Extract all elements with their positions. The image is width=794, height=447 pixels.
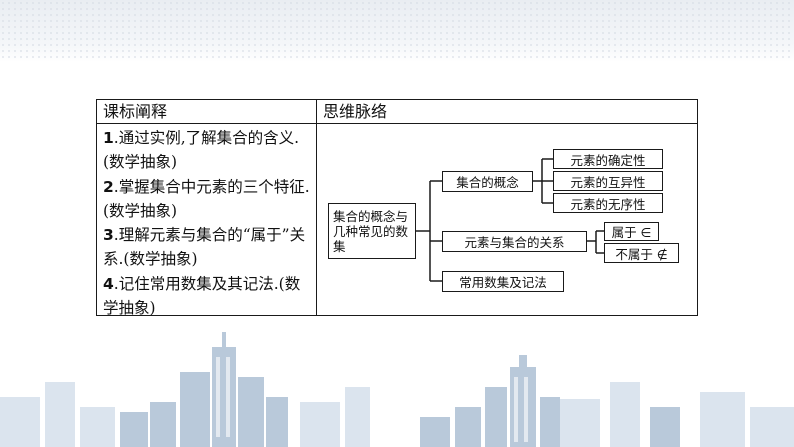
standard-item: 2.掌握集合中元素的三个特征.(数学抽象)	[103, 177, 310, 220]
mindmap-leaf-certainty: 元素的确定性	[553, 149, 663, 169]
standard-item: 1.通过实例,了解集合的含义.(数学抽象)	[103, 129, 300, 172]
header-mindmap: 思维脉络	[323, 102, 388, 121]
header-standards: 课标阐释	[103, 102, 168, 121]
mindmap-leaf-not-belongs: 不属于 ∉	[604, 243, 679, 263]
mindmap-branch-number-sets: 常用数集及记法	[442, 271, 564, 292]
content-table: 课标阐释 思维脉络 1.通过实例,了解集合的含义.(数学抽象) 2.掌握集合中元…	[96, 99, 698, 317]
standard-item: 4.记住常用数集及其记法.(数学抽象)	[103, 274, 301, 318]
mindmap-leaf-belongs: 属于 ∈	[604, 222, 659, 241]
standards-text: 1.通过实例,了解集合的含义.(数学抽象) 2.掌握集合中元素的三个特征.(数学…	[103, 126, 313, 320]
mindmap-branch-concept: 集合的概念	[442, 171, 533, 192]
city-skyline-decoration	[0, 332, 794, 447]
table-header-divider	[97, 123, 697, 124]
header-band	[0, 0, 794, 62]
table-column-divider	[316, 100, 317, 315]
mindmap-root: 集合的概念与几种常见的数集	[328, 203, 416, 259]
mindmap-branch-relation: 元素与集合的关系	[442, 231, 587, 252]
standard-item: 3.理解元素与集合的“属于”关系.(数学抽象)	[103, 226, 306, 269]
mindmap-leaf-distinctness: 元素的互异性	[553, 171, 663, 191]
mindmap-leaf-unordered: 元素的无序性	[553, 193, 663, 213]
